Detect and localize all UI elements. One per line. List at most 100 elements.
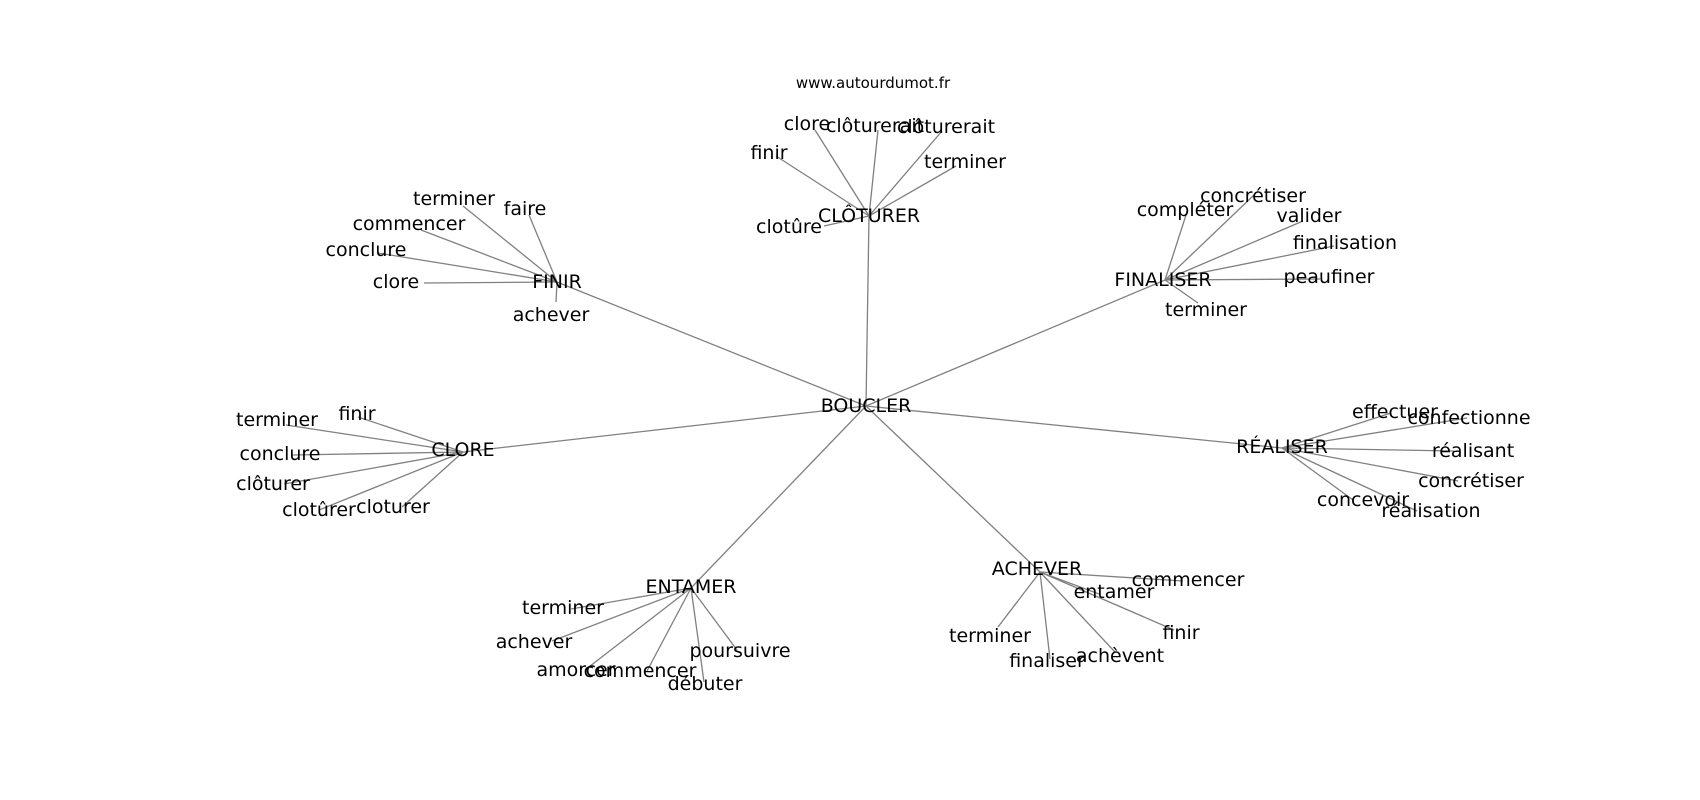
center-to-hub-edge bbox=[865, 405, 1041, 573]
hub-node-label[interactable]: ACHEVER bbox=[992, 558, 1082, 580]
hub-to-leaf-edge bbox=[814, 129, 870, 217]
leaf-node-label[interactable]: cloturer bbox=[356, 496, 430, 518]
leaf-node-label[interactable]: terminer bbox=[949, 625, 1031, 647]
hub-to-leaf-edge bbox=[551, 587, 692, 642]
hub-to-leaf-edge bbox=[1164, 245, 1335, 281]
hub-to-leaf-edge bbox=[1039, 571, 1051, 660]
leaf-node-label[interactable]: entamer bbox=[1074, 581, 1155, 603]
leaf-node-label[interactable]: clôturer bbox=[236, 473, 310, 495]
leaf-node-label[interactable]: commencer bbox=[1132, 569, 1245, 591]
hub-node-label[interactable]: RÉALISER bbox=[1236, 435, 1328, 458]
leaf-node-label[interactable]: finalisation bbox=[1293, 232, 1397, 254]
hub-node-label[interactable]: ENTAMER bbox=[646, 576, 737, 598]
center-to-hub-edge bbox=[865, 215, 870, 407]
leaf-node-label[interactable]: terminer bbox=[1165, 299, 1247, 321]
leaf-node-label[interactable]: poursuivre bbox=[689, 640, 790, 662]
leaf-node-label[interactable]: valider bbox=[1276, 205, 1341, 227]
hub-to-leaf-edge bbox=[1164, 220, 1304, 281]
hub-to-leaf-edge bbox=[868, 130, 943, 217]
hub-to-leaf-edge bbox=[1039, 571, 1184, 582]
hub-to-leaf-edge bbox=[1164, 279, 1199, 304]
hub-to-leaf-edge bbox=[318, 451, 464, 511]
hub-node-label[interactable]: FINIR bbox=[532, 271, 582, 293]
center-to-hub-edge bbox=[865, 279, 1166, 407]
leaf-node-label[interactable]: achever bbox=[496, 631, 573, 653]
leaf-node-label[interactable]: finir bbox=[1162, 622, 1199, 644]
leaf-node-label[interactable]: concrétiser bbox=[1200, 185, 1306, 207]
leaf-node-label[interactable]: clotûrer bbox=[282, 499, 356, 521]
hub-to-leaf-edge bbox=[283, 451, 464, 485]
hub-to-leaf-edge bbox=[775, 155, 870, 217]
leaf-node-label[interactable]: terminer bbox=[924, 151, 1006, 173]
hub-to-leaf-edge bbox=[357, 416, 464, 453]
leaf-node-label[interactable]: commencer bbox=[584, 660, 697, 682]
leaf-node-label[interactable]: conclure bbox=[326, 239, 407, 261]
hub-to-leaf-edge bbox=[1281, 447, 1459, 482]
hub-to-leaf-edge bbox=[1281, 417, 1468, 449]
leaf-node-label[interactable]: conclure bbox=[240, 443, 321, 465]
hub-to-leaf-edge bbox=[1164, 211, 1188, 281]
leaf-node-label[interactable]: terminer bbox=[413, 188, 495, 210]
leaf-node-label[interactable]: concevoir bbox=[1317, 489, 1409, 511]
hub-to-leaf-edge bbox=[646, 587, 692, 672]
leaf-node-label[interactable]: terminer bbox=[522, 597, 604, 619]
leaf-node-label[interactable]: débuter bbox=[668, 673, 743, 695]
hub-to-leaf-edge bbox=[377, 252, 558, 283]
graph-edges bbox=[283, 129, 1468, 683]
leaf-node-label[interactable]: réalisant bbox=[1432, 440, 1514, 462]
hub-to-leaf-edge bbox=[285, 424, 464, 453]
hub-to-leaf-edge bbox=[868, 129, 879, 217]
center-to-hub-edge bbox=[690, 405, 867, 589]
leaf-node-label[interactable]: terminer bbox=[236, 409, 318, 431]
leaf-node-label[interactable]: faire bbox=[504, 198, 547, 220]
leaf-node-label[interactable]: réalisation bbox=[1381, 500, 1480, 522]
leaf-node-label[interactable]: commencer bbox=[353, 213, 466, 235]
center-node-label[interactable]: BOUCLER bbox=[821, 395, 912, 417]
hub-to-leaf-edge bbox=[1039, 571, 1175, 631]
leaf-node-label[interactable]: effectuer bbox=[1352, 401, 1438, 423]
hub-to-leaf-edge bbox=[291, 451, 464, 456]
hub-to-leaf-edge bbox=[868, 165, 957, 217]
hub-to-leaf-edge bbox=[420, 229, 558, 283]
leaf-node-label[interactable]: clore bbox=[373, 271, 419, 293]
leaf-node-label[interactable]: confectionne bbox=[1407, 407, 1530, 429]
center-to-hub-edge bbox=[556, 281, 867, 407]
leaf-node-label[interactable]: amorcer bbox=[536, 659, 615, 681]
graph-labels: www.autourdumot.fr BOUCLER CLÔTURER clore… bbox=[236, 74, 1531, 695]
leaf-node-label[interactable]: clôturerait bbox=[826, 115, 924, 137]
hub-to-leaf-edge bbox=[690, 587, 738, 651]
hub-to-leaf-edge bbox=[1164, 278, 1321, 281]
leaf-node-label[interactable]: finir bbox=[750, 142, 787, 164]
site-url-label: www.autourdumot.fr bbox=[796, 74, 951, 92]
hub-to-leaf-edge bbox=[584, 587, 692, 671]
hub-to-leaf-edge bbox=[823, 215, 870, 227]
center-to-hub-edge bbox=[462, 405, 867, 453]
leaf-node-label[interactable]: concrétiser bbox=[1418, 470, 1524, 492]
hub-to-leaf-edge bbox=[528, 214, 558, 283]
hub-node-label[interactable]: FINALISER bbox=[1114, 269, 1211, 291]
hub-to-leaf-edge bbox=[1281, 447, 1418, 512]
leaf-node-label[interactable]: finaliser bbox=[1009, 650, 1085, 672]
hub-to-leaf-edge bbox=[462, 205, 558, 283]
hub-to-leaf-edge bbox=[423, 281, 558, 284]
leaf-node-label[interactable]: compléter bbox=[1137, 199, 1234, 221]
hub-to-leaf-edge bbox=[997, 571, 1041, 628]
leaf-node-label[interactable]: clotûre bbox=[756, 216, 822, 238]
hub-to-leaf-edge bbox=[570, 587, 692, 610]
hub-to-leaf-edge bbox=[1039, 571, 1116, 653]
leaf-node-label[interactable]: clore bbox=[784, 113, 830, 135]
leaf-node-label[interactable]: clôturerait bbox=[897, 116, 995, 138]
center-to-hub-edge bbox=[865, 405, 1283, 449]
hub-to-leaf-edge bbox=[690, 587, 705, 683]
leaf-node-label[interactable]: achever bbox=[513, 304, 590, 326]
hub-to-leaf-edge bbox=[555, 281, 558, 303]
leaf-node-label[interactable]: achèvent bbox=[1076, 645, 1164, 667]
leaf-node-label[interactable]: peaufiner bbox=[1284, 266, 1375, 288]
leaf-node-label[interactable]: finir bbox=[338, 403, 375, 425]
hub-to-leaf-edge bbox=[401, 451, 464, 508]
hub-node-label[interactable]: CLÔTURER bbox=[818, 203, 920, 227]
hub-to-leaf-edge bbox=[1281, 447, 1354, 501]
hub-node-label[interactable]: CLORE bbox=[431, 439, 494, 461]
hub-to-leaf-edge bbox=[1164, 194, 1255, 281]
